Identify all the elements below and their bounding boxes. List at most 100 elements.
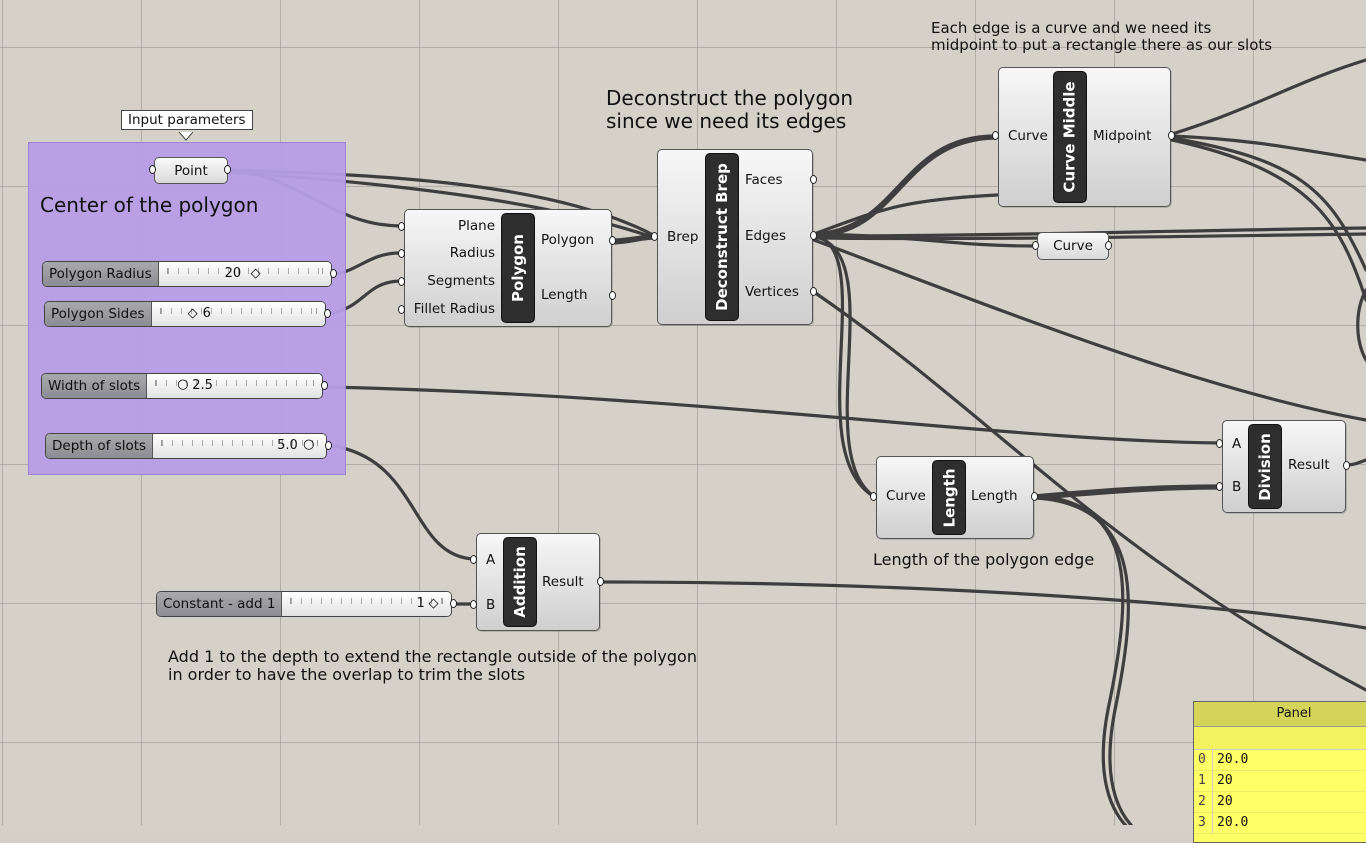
deconstruct-in-nub[interactable]	[651, 232, 658, 241]
polygon-in-nub[interactable]	[398, 305, 405, 314]
polygon-core[interactable]: Polygon	[501, 213, 535, 323]
division-out-nub[interactable]	[1343, 461, 1350, 470]
slider-label: Polygon Radius	[43, 262, 159, 286]
note-length: Length of the polygon edge	[873, 550, 1095, 569]
slider-label: Width of slots	[42, 374, 148, 398]
curve-middle-in-nub[interactable]	[992, 131, 999, 140]
polygon-component[interactable]: Plane Radius Segments Fillet Radius Poly…	[404, 209, 612, 327]
length-in-nub[interactable]	[870, 492, 877, 501]
slider-polygon-sides[interactable]: Polygon Sides ◇ 6	[44, 301, 326, 327]
deconstruct-brep-core[interactable]: Deconstruct Brep	[705, 153, 739, 321]
output-polygon[interactable]: Polygon	[541, 232, 595, 248]
slider-track[interactable]: 1 ◇	[282, 592, 451, 616]
slider-label: Depth of slots	[46, 434, 154, 458]
division-component[interactable]: A B Division Result	[1222, 420, 1346, 513]
slider-grip-icon[interactable]: ◇	[187, 306, 198, 321]
curve-middle-component[interactable]: Curve Curve Middle Midpoint	[998, 67, 1171, 207]
slider-value: 1	[416, 596, 425, 611]
input-b[interactable]: B	[486, 597, 496, 613]
slider-grip-icon[interactable]: ○	[177, 377, 189, 392]
output-edges[interactable]: Edges	[745, 228, 787, 244]
slider-track[interactable]: 5.0 ○	[153, 434, 326, 458]
note-center: Center of the polygon	[40, 193, 259, 217]
output-faces[interactable]: Faces	[745, 172, 783, 188]
panel-title: Panel	[1194, 702, 1366, 727]
slider-depth-of-slots[interactable]: Depth of slots 5.0 ○	[45, 433, 327, 459]
length-core[interactable]: Length	[932, 460, 966, 535]
slider-track[interactable]: ○ 2.5	[147, 374, 322, 398]
slider-width-of-slots[interactable]: Width of slots ○ 2.5	[41, 373, 323, 399]
input-segments[interactable]: Segments	[427, 273, 495, 289]
note-addition: Add 1 to the depth to extend the rectang…	[168, 647, 697, 685]
input-b[interactable]: B	[1232, 479, 1242, 495]
group-tag: Input parameters	[121, 110, 253, 130]
slider-polygon-radius[interactable]: Polygon Radius 20 ◇	[42, 261, 332, 287]
output-midpoint[interactable]: Midpoint	[1093, 128, 1152, 144]
point-out-nub[interactable]	[224, 165, 231, 174]
curve-middle-out-nub[interactable]	[1168, 131, 1175, 140]
addition-out-nub[interactable]	[597, 577, 604, 586]
curve-param[interactable]: Curve	[1037, 232, 1109, 260]
output-length[interactable]: Length	[971, 488, 1018, 504]
slider-out-nub[interactable]	[324, 309, 331, 318]
input-a[interactable]: A	[486, 552, 496, 568]
output-vertices[interactable]: Vertices	[745, 284, 799, 300]
note-slots: Each edge is a curve and we need its mid…	[931, 19, 1273, 55]
note-deconstruct: Deconstruct the polygon since we need it…	[606, 86, 854, 133]
addition-in-nub[interactable]	[470, 555, 477, 564]
slider-out-nub[interactable]	[450, 599, 457, 608]
input-fillet-radius[interactable]: Fillet Radius	[413, 301, 495, 317]
slider-track[interactable]: 20 ◇	[158, 262, 331, 286]
input-a[interactable]: A	[1232, 436, 1242, 452]
slider-grip-icon[interactable]: ○	[303, 437, 315, 452]
division-in-nub[interactable]	[1216, 439, 1223, 448]
slider-track[interactable]: ◇ 6	[151, 302, 325, 326]
slider-out-nub[interactable]	[325, 441, 332, 450]
curve-middle-core[interactable]: Curve Middle	[1053, 71, 1087, 203]
length-out-nub[interactable]	[1031, 492, 1038, 501]
panel-component[interactable]: Panel {0 020.0 120 220 320.0	[1193, 701, 1366, 843]
polygon-out-nub[interactable]	[609, 236, 616, 245]
deconstruct-out-nub[interactable]	[810, 287, 817, 296]
addition-component[interactable]: A B Addition Result	[476, 533, 600, 631]
polygon-in-nub[interactable]	[398, 249, 405, 258]
slider-out-nub[interactable]	[321, 381, 328, 390]
input-brep[interactable]: Brep	[667, 229, 699, 245]
point-param[interactable]: Point	[154, 157, 228, 184]
slider-value: 5.0	[277, 438, 298, 453]
output-length[interactable]: Length	[541, 287, 588, 303]
output-result[interactable]: Result	[1288, 457, 1330, 473]
slider-value: 20	[224, 266, 242, 281]
slider-grip-icon[interactable]: ◇	[250, 266, 261, 281]
curve-param-out-nub[interactable]	[1105, 241, 1112, 250]
slider-constant-add-1[interactable]: Constant - add 1 1 ◇	[156, 591, 452, 617]
deconstruct-brep-component[interactable]: Brep Deconstruct Brep Faces Edges Vertic…	[657, 149, 813, 325]
addition-in-nub[interactable]	[470, 600, 477, 609]
slider-value: 6	[202, 306, 211, 321]
polygon-in-nub[interactable]	[398, 277, 405, 286]
input-curve[interactable]: Curve	[1008, 128, 1048, 144]
length-component[interactable]: Curve Length Length	[876, 456, 1034, 539]
output-result[interactable]: Result	[542, 574, 584, 590]
slider-value: 2.5	[192, 378, 213, 393]
curve-param-in-nub[interactable]	[1032, 241, 1039, 250]
division-in-nub[interactable]	[1216, 482, 1223, 491]
input-plane[interactable]: Plane	[457, 218, 495, 234]
panel-path: {0	[1194, 727, 1366, 750]
deconstruct-out-nub[interactable]	[810, 231, 817, 240]
group-tag-pointer	[179, 132, 193, 141]
deconstruct-out-nub[interactable]	[810, 175, 817, 184]
slider-out-nub[interactable]	[330, 269, 337, 278]
polygon-out-nub[interactable]	[609, 291, 616, 300]
division-core[interactable]: Division	[1248, 424, 1282, 509]
point-in-nub[interactable]	[149, 165, 156, 174]
input-curve[interactable]: Curve	[886, 488, 926, 504]
slider-grip-icon[interactable]: ◇	[428, 596, 439, 611]
addition-core[interactable]: Addition	[503, 537, 537, 627]
input-radius[interactable]: Radius	[449, 245, 495, 261]
slider-label: Constant - add 1	[157, 592, 283, 616]
polygon-in-nub[interactable]	[398, 222, 405, 231]
slider-label: Polygon Sides	[45, 302, 152, 326]
